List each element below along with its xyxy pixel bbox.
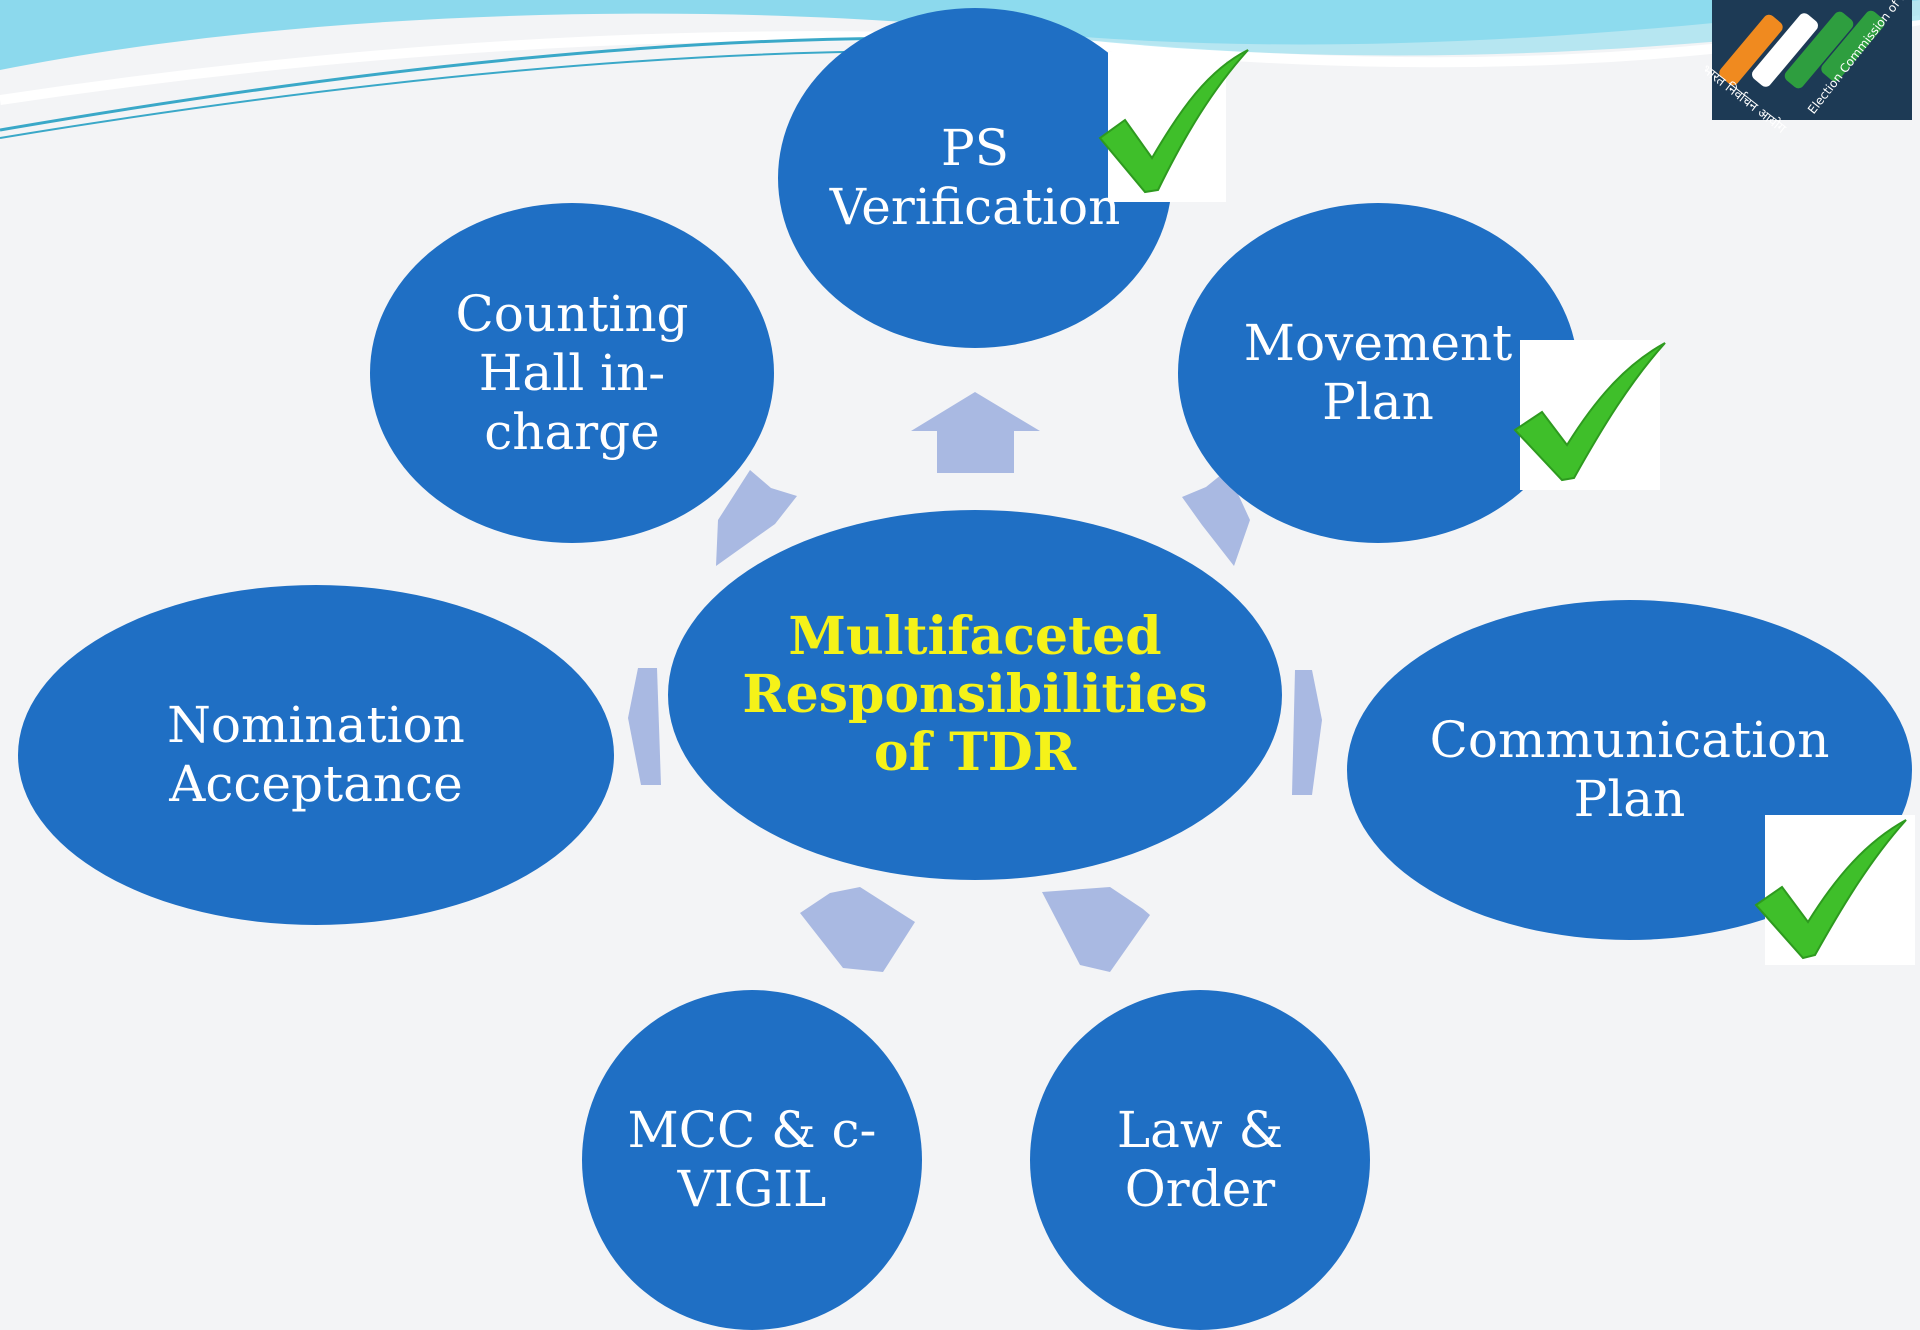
node-mcc-cvigil[interactable]: MCC & c- VIGIL [582, 990, 922, 1330]
node-label: Movement Plan [1243, 314, 1513, 431]
node-label: MCC & c- VIGIL [627, 1101, 877, 1218]
node-ps-verification[interactable]: PS Verification [778, 8, 1172, 348]
node-movement-plan[interactable]: Movement Plan [1178, 203, 1578, 543]
arrow-up-left [716, 470, 797, 566]
node-label: Nomination Acceptance [167, 696, 465, 813]
node-nomination-acceptance[interactable]: Nomination Acceptance [18, 585, 614, 925]
check-icon-ps-verification [1098, 49, 1249, 194]
check-icon-communication-plan [1754, 819, 1907, 960]
check-icon-movement-plan [1513, 342, 1666, 482]
node-label: Counting Hall in- charge [455, 284, 689, 461]
arrow-up [911, 392, 1040, 473]
node-label: Communication Plan [1429, 711, 1830, 828]
center-label: Multifaceted Responsibilities of TDR [742, 605, 1208, 784]
arrow-down-right [1042, 887, 1150, 972]
node-counting-hall[interactable]: Counting Hall in- charge [370, 203, 774, 543]
arrow-down-left [800, 887, 915, 972]
arrow-up-right [1182, 470, 1250, 566]
arrow-left [628, 668, 661, 785]
node-label: Law & Order [1116, 1101, 1284, 1218]
node-label: PS Verification [829, 119, 1121, 236]
arrow-right [1292, 670, 1322, 795]
node-law-order[interactable]: Law & Order [1030, 990, 1370, 1330]
center-node[interactable]: Multifaceted Responsibilities of TDR [668, 510, 1282, 880]
